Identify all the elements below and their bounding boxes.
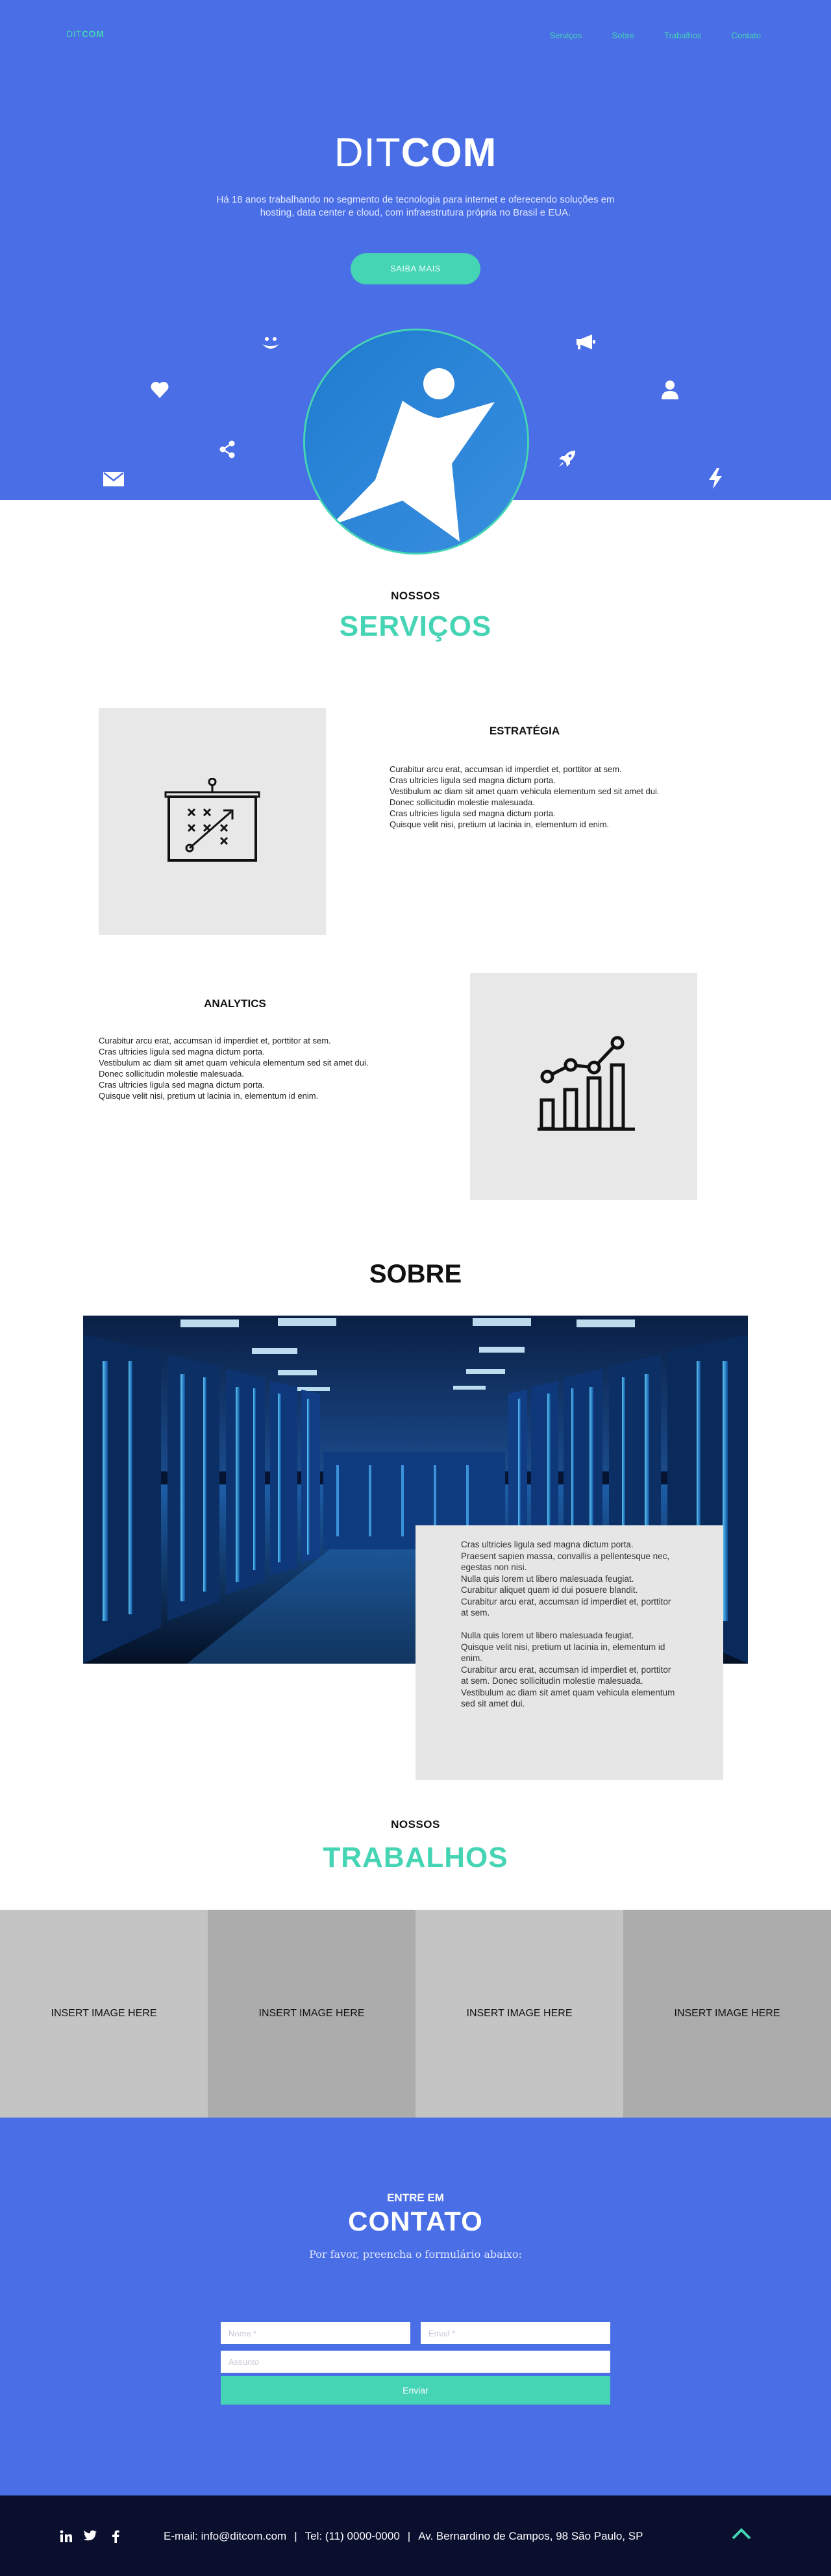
user-icon <box>661 379 679 400</box>
lightning-icon <box>708 468 723 490</box>
about-title: SOBRE <box>369 1260 462 1288</box>
share-icon <box>218 440 236 459</box>
hero-section: DITCOM Serviços Sobre Trabalhos Contato … <box>0 0 831 555</box>
email-field[interactable] <box>421 2322 610 2344</box>
analytics-text: Curabitur arcu erat, accumsan id imperdi… <box>99 1036 369 1101</box>
hero-title: DITCOM <box>0 130 831 176</box>
heart-icon <box>150 381 169 399</box>
bar-chart-icon <box>538 1036 635 1131</box>
logo-bold-text: COM <box>82 29 105 39</box>
about-text-card: Cras ultricies ligula sed magna dictum p… <box>416 1525 723 1780</box>
services-title: SERVIÇOS <box>339 610 492 642</box>
contact-title: CONTATO <box>348 2206 483 2236</box>
saiba-mais-button[interactable]: SAIBA MAIS <box>351 253 480 284</box>
brand-emblem <box>303 329 529 555</box>
works-gallery: INSERT IMAGE HERE INSERT IMAGE HERE INSE… <box>0 1910 831 2118</box>
footer-separator: | <box>294 2530 297 2542</box>
contact-subtitle: Por favor, preencha o formulário abaixo: <box>309 2248 522 2260</box>
footer-phone: Tel: (11) 0000-0000 <box>304 2530 400 2542</box>
strategy-board-icon <box>164 778 260 862</box>
nav-contato[interactable]: Contato <box>731 31 761 40</box>
hero-title-bold: COM <box>401 131 497 175</box>
contact-kicker: ENTRE EM <box>387 2192 444 2204</box>
site-footer: E-mail: info@ditcom.com | Tel: (11) 0000-0… <box>0 2495 831 2576</box>
strategy-image-box <box>99 708 326 935</box>
work-item-2[interactable]: INSERT IMAGE HERE <box>208 1910 416 2118</box>
footer-separator: | <box>407 2530 411 2542</box>
contact-section: ENTRE EM CONTATO Por favor, preencha o f… <box>0 2118 831 2495</box>
work-item-3[interactable]: INSERT IMAGE HERE <box>416 1910 623 2118</box>
works-title: TRABALHOS <box>323 1842 508 1873</box>
logo-light-text: DIT <box>66 29 82 39</box>
strategy-text: Curabitur arcu erat, accumsan id imperdi… <box>390 764 660 829</box>
strategy-title: ESTRATÉGIA <box>489 725 560 737</box>
works-kicker: NOSSOS <box>391 1818 440 1831</box>
nav-sobre[interactable]: Sobre <box>612 31 635 40</box>
about-text: Cras ultricies ligula sed magna dictum p… <box>461 1540 675 1708</box>
nav-servicos[interactable]: Serviços <box>549 31 582 40</box>
facebook-icon[interactable] <box>112 2530 119 2543</box>
linkedin-icon[interactable] <box>60 2530 73 2543</box>
subject-field[interactable] <box>221 2351 610 2373</box>
footer-address: Av. Bernardino de Campos, 98 São Paulo, … <box>418 2530 643 2542</box>
analytics-title: ANALYTICS <box>204 997 266 1010</box>
smiley-icon <box>260 334 281 353</box>
footer-email[interactable]: E-mail: info@ditcom.com <box>164 2530 287 2542</box>
site-logo[interactable]: DITCOM <box>66 29 104 39</box>
hero-description: Há 18 anos trabalhando no segmento de te… <box>216 194 615 218</box>
back-to-top-chevron-icon[interactable] <box>731 2525 752 2541</box>
twitter-icon[interactable] <box>83 2530 97 2542</box>
services-kicker: NOSSOS <box>391 590 440 602</box>
rocket-icon <box>557 449 577 469</box>
work-item-4[interactable]: INSERT IMAGE HERE <box>623 1910 831 2118</box>
hero-title-light: DIT <box>334 131 401 175</box>
send-button[interactable]: Enviar <box>221 2376 610 2405</box>
megaphone-icon <box>575 334 596 351</box>
mail-icon <box>103 471 125 488</box>
main-nav: Serviços Sobre Trabalhos Contato <box>520 31 761 40</box>
analytics-image-box <box>470 973 697 1200</box>
name-field[interactable] <box>221 2322 410 2344</box>
nav-trabalhos[interactable]: Trabalhos <box>664 31 702 40</box>
footer-contact-info: E-mail: info@ditcom.com | Tel: (11) 0000-0… <box>164 2530 643 2543</box>
work-item-1[interactable]: INSERT IMAGE HERE <box>0 1910 208 2118</box>
